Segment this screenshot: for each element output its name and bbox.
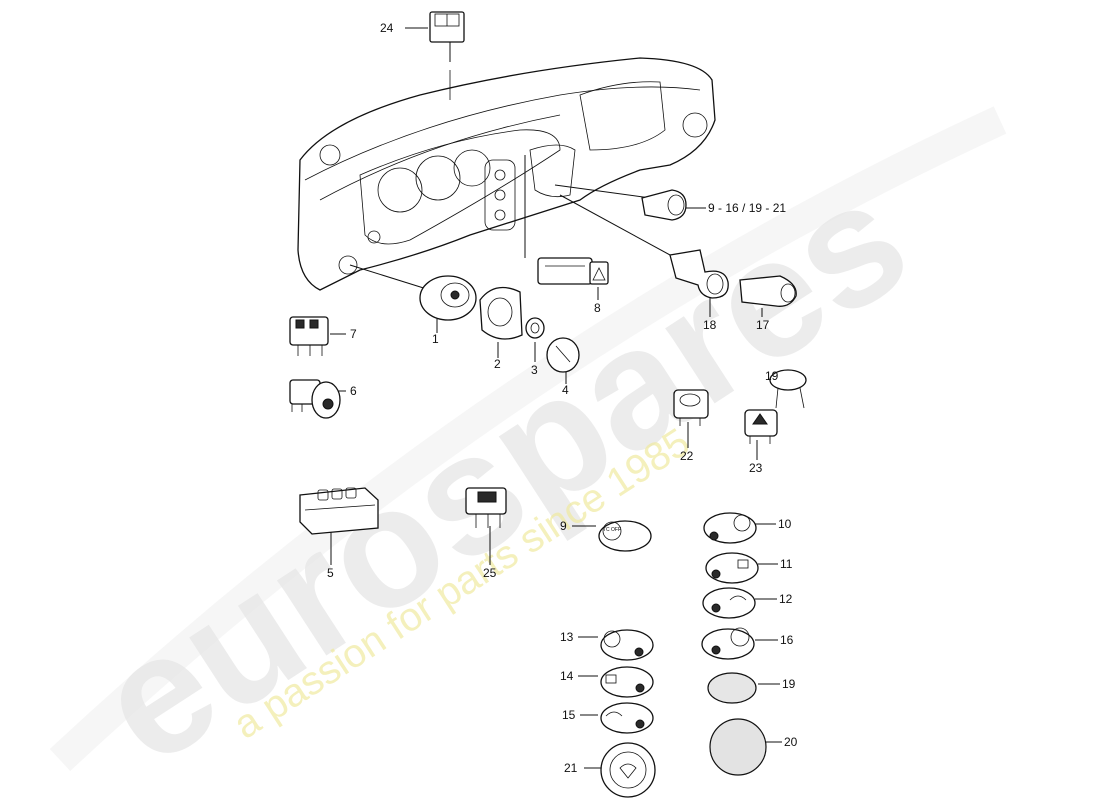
callout-21: 21: [564, 761, 578, 775]
tc-off-label: TC OFF: [603, 527, 621, 533]
part-11-button: [705, 552, 759, 584]
callout-7: 7: [350, 327, 357, 341]
callout-25: 25: [483, 566, 497, 580]
callout-22: 22: [680, 449, 694, 463]
callout-9-16-19-21: 9 - 16 / 19 - 21: [708, 201, 786, 215]
part-21-round-button: [600, 742, 656, 798]
watermark-logo: eurospares: [67, 142, 939, 800]
leader-lines: [330, 27, 794, 769]
callout-24: 24: [380, 21, 394, 35]
part-16-button-tc-off: [701, 627, 755, 660]
callout-4: 4: [562, 383, 569, 397]
dashboard-illustration: [297, 57, 716, 291]
callout-8: 8: [594, 301, 601, 315]
part-9-button-tc-off: TC OFF: [598, 520, 652, 552]
callout-17: 17: [756, 318, 770, 332]
callout-18: 18: [703, 318, 717, 332]
part-13-button: [600, 629, 654, 661]
part-4-knob: [546, 337, 580, 373]
callout-11: 11: [780, 557, 793, 571]
callout-15: 15: [562, 708, 576, 722]
callout-14: 14: [560, 669, 574, 683]
part-25-switch: [465, 487, 507, 528]
part-23-switch: [744, 409, 778, 444]
callout-3: 3: [531, 363, 538, 377]
callout-1: 1: [432, 332, 439, 346]
part-3-nut: [525, 317, 545, 339]
callout-19: 19: [782, 677, 796, 691]
callout-16: 16: [780, 633, 794, 647]
part-2-trim-ring: [479, 286, 523, 340]
callout-12: 12: [779, 592, 793, 606]
part-6-switch: [289, 379, 341, 419]
callout-2: 2: [494, 357, 501, 371]
part-10-button: [703, 512, 757, 544]
part-22-switch: [673, 389, 709, 426]
part-5-switch-panel: [299, 487, 379, 535]
part-19-cap: [769, 369, 807, 409]
part-14-button: [600, 666, 654, 698]
part-18-cigar-socket: [669, 249, 729, 299]
part-20-disc: [709, 718, 767, 776]
callout-10: 10: [778, 517, 792, 531]
part-7-relay: [289, 316, 329, 356]
part-17-lighter: [739, 275, 797, 307]
part-12-button: [702, 587, 756, 619]
part-19-cover: [707, 672, 757, 704]
callout-13: 13: [560, 630, 574, 644]
callout-19-top: 19: [765, 369, 779, 383]
part-8-hazard-switch: [537, 257, 609, 285]
callout-5: 5: [327, 566, 334, 580]
callouts: 24 1 2 3 4 8 9 - 16 / 19 - 21 18 17 7 6 …: [327, 21, 798, 775]
callout-9: 9: [560, 519, 567, 533]
callout-6: 6: [350, 384, 357, 398]
part-1-ignition-switch: [419, 275, 477, 321]
watermark: eurospares a passion for parts since 198…: [49, 106, 1007, 800]
callout-20: 20: [784, 735, 798, 749]
part-9-16-switch-housing: [641, 189, 687, 221]
part-24-relay: [429, 11, 465, 43]
part-15-button: [600, 702, 654, 734]
callout-23: 23: [749, 461, 763, 475]
